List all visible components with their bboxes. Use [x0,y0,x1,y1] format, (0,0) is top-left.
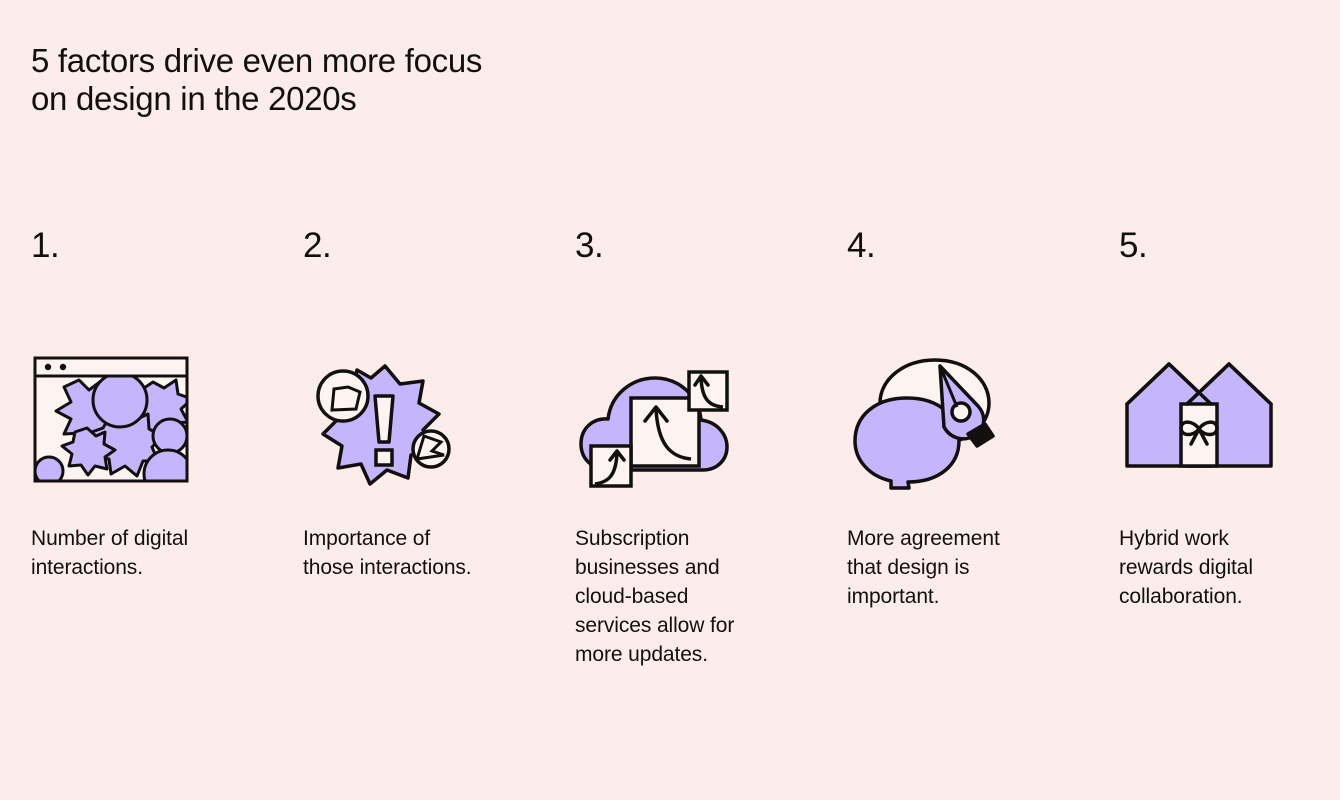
factor-caption-4: More agreement that design is important. [847,527,1000,608]
factor-caption-5: Hybrid work rewards digital collaboratio… [1119,527,1253,608]
factor-icon-3-slot [575,274,847,524]
factor-icon-4-slot [847,274,1119,524]
factor-item-1: 1. [31,226,303,669]
factor-caption-1: Number of digital interactions. [31,527,189,579]
factor-icon-2-slot [303,274,575,524]
browser-window-bursts-icon [33,356,189,483]
factor-caption-2: Importance of those interactions. [303,527,472,579]
factor-icon-5-slot [1119,274,1340,524]
factors-list: 1. [31,226,1321,669]
factor-number-2: 2. [303,226,332,265]
exclamation-burst-icon [316,364,451,486]
speech-bubbles-pen-nib-icon [853,358,995,490]
factor-item-5: 5. [1119,226,1340,669]
factor-item-3: 3. Subsc [575,226,847,669]
factor-number-1: 1. [31,226,60,265]
cloud-upload-icon [579,370,729,488]
factor-number-4: 4. [847,226,876,265]
factor-caption-3: Subscription businesses and cloud-based … [575,527,735,666]
factor-icon-1-slot [31,274,303,524]
two-houses-bow-icon [1125,362,1273,468]
factor-item-4: 4. More agreement that design is importa… [847,226,1119,669]
factor-number-5: 5. [1119,226,1148,265]
factor-number-3: 3. [575,226,604,265]
page-title: 5 factors drive even more focus on desig… [31,42,483,117]
factor-item-2: 2. Importance of those interactions. [303,226,575,669]
